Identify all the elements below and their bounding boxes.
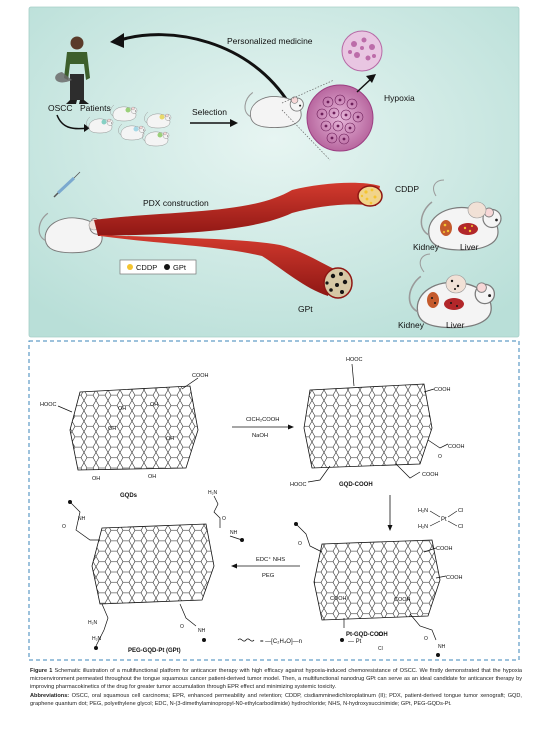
blood-vessel-cddp <box>94 182 383 236</box>
zoom-line-top <box>281 79 335 104</box>
personalized-medicine-label: Personalized medicine <box>227 36 313 46</box>
syringe-icon <box>53 171 81 198</box>
liver-cddp <box>458 223 478 235</box>
bottom-panel: COOH HOOC OH OH OH OH OH OH GQDs ClCH₂CO… <box>28 340 520 661</box>
gqd-cooh-hooc-bottom: HOOC <box>290 482 307 488</box>
gqds-hooc-left: HOOC <box>40 402 57 408</box>
peg-h2n-top: H₂N <box>208 490 218 496</box>
kidney-gpt <box>427 292 439 308</box>
pt-link-text: — Pt <box>348 639 362 645</box>
peg-formula-text: = —[C₂H₄O]—n <box>260 639 302 645</box>
pt-gqd-o-1: O <box>298 541 302 547</box>
caption-abbrev-text: OSCC, oral squamous cell carcinoma; EPR,… <box>30 692 522 707</box>
gqds-oh-1: OH <box>118 406 126 412</box>
cisplatin-cl-bottom: Cl <box>458 524 463 530</box>
caption-figure-label: Figure 1 <box>30 668 53 674</box>
gqd-cooh-cooh-right: COOH <box>434 387 451 393</box>
cisplatin-h2n-top: H₂N <box>418 508 428 514</box>
hypoxia-sphere <box>341 30 383 72</box>
zoom-line-bottom <box>281 109 331 161</box>
gqd-cooh-o-1: O <box>438 454 442 460</box>
treated-mouse-cddp <box>420 179 502 251</box>
gqd-cooh-hooc-top: HOOC <box>346 357 363 363</box>
legend-box: CDDP GPt <box>119 259 197 275</box>
treated-mouse-gpt <box>408 253 496 329</box>
blood-vessel-gpt <box>100 235 353 299</box>
cisplatin-h2n-bottom: H₂N <box>418 524 428 530</box>
kidney-cddp <box>440 220 452 236</box>
legend-cddp-label: CDDP <box>136 263 157 272</box>
peg-gqd-pt-label: PEG-GQD-Pt (GPt) <box>128 648 181 654</box>
pt-gqd-cooh-3: COOH <box>330 596 347 602</box>
gqds-oh-3: OH <box>108 426 116 432</box>
cisplatin-pt: Pt <box>441 517 447 523</box>
peg-formula-key: = —[C₂H₄O]—n <box>237 638 302 645</box>
liver-label-top: Liver <box>460 242 479 252</box>
patient-mice-group <box>86 104 172 147</box>
pt-link-cl-top: Cl <box>378 632 383 638</box>
figure-caption: Figure 1 Schematic illustration of a mul… <box>30 667 522 708</box>
pt-gqd-cooh-structure: O COOH COOH COOH COOH O NH Pt-GQD-COOH <box>294 522 463 657</box>
top-panel: Personalized medicine OSCC Patients Sele… <box>28 6 520 338</box>
caption-abbrev-label: Abbreviations: <box>30 692 70 699</box>
oscc-label: OSCC <box>48 103 73 113</box>
peg-h2n-left: H₂N <box>88 620 98 626</box>
pt-link-key: — Pt Cl Cl <box>340 632 383 652</box>
cddp-label: CDDP <box>395 184 419 194</box>
edc-nhs-label: EDC⁺ NHS <box>256 556 285 563</box>
pt-gqd-cooh-1: COOH <box>436 546 453 552</box>
selection-label: Selection <box>192 107 227 117</box>
gqd-cooh-cooh-2: COOH <box>448 444 465 450</box>
legend-gpt-marker <box>164 264 170 270</box>
reagent-top-label: ClCH₂COOH <box>246 417 280 423</box>
kidney-label-top: Kidney <box>413 242 440 252</box>
gqds-structure: COOH HOOC OH OH OH OH OH OH GQDs <box>40 373 209 499</box>
pt-gqd-o-2: O <box>424 636 428 642</box>
gqds-label: GQDs <box>120 493 138 499</box>
liver-label-bottom: Liver <box>446 320 465 330</box>
gqds-oh-6: OH <box>148 474 156 480</box>
gqd-cooh-structure: HOOC COOH O COOH COOH HOOC GQD-COOH <box>290 357 465 488</box>
cisplatin-cl-top: Cl <box>458 508 463 514</box>
caption-text: Schematic illustration of a multifunctio… <box>30 668 523 691</box>
pt-gqd-nh: NH <box>438 644 446 650</box>
patient-icon <box>55 36 90 104</box>
top-panel-background <box>28 6 520 338</box>
pt-link-cl-bottom: Cl <box>378 646 383 652</box>
gqds-oh-2: OH <box>150 402 158 408</box>
patients-label: Patients <box>80 103 111 113</box>
pt-gqd-cooh-2: COOH <box>446 575 463 581</box>
kidney-label-bottom: Kidney <box>398 320 425 330</box>
peg-o-1: O <box>62 524 66 530</box>
gqds-oh-4: OH <box>166 436 174 442</box>
personalized-medicine-arrowhead <box>110 33 124 48</box>
legend-gpt-label: GPt <box>173 263 187 272</box>
peg-nh-3: NH <box>198 628 206 634</box>
hypoxia-label: Hypoxia <box>384 93 415 103</box>
gqd-cooh-label: GQD-COOH <box>339 482 373 488</box>
gpt-label: GPt <box>298 304 313 314</box>
liver-gpt <box>444 298 464 310</box>
gqds-oh-5: OH <box>92 476 100 482</box>
peg-gqd-pt-structure: NH O H₂N O NH H₂N H₂N O NH PEG-GQD-Pt (G… <box>62 490 244 654</box>
peg-nh-1: NH <box>78 516 86 522</box>
personalized-medicine-arrow <box>119 33 292 106</box>
cisplatin-structure: H₂N H₂N Pt Cl Cl <box>418 508 463 530</box>
peg-h2n-left-2: H₂N <box>92 636 102 642</box>
gqds-cooh-top: COOH <box>192 373 209 379</box>
pt-gqd-cooh-label: Pt-GQD-COOH <box>346 632 388 638</box>
legend-cddp-marker <box>127 264 133 270</box>
peg-o-3: O <box>180 624 184 630</box>
pt-gqd-cooh-4: COOH <box>394 597 411 603</box>
peg-o-2: O <box>222 516 226 522</box>
hypoxia-arrow <box>356 77 373 93</box>
peg-nh-2: NH <box>230 530 238 536</box>
reagent-bottom-label: NaOH <box>252 433 268 439</box>
gqd-cooh-cooh-3: COOH <box>422 472 439 478</box>
pdx-construction-label: PDX construction <box>143 198 209 208</box>
tumor-tissue-circle <box>306 84 374 152</box>
peg-reagent-label: PEG <box>262 573 275 579</box>
